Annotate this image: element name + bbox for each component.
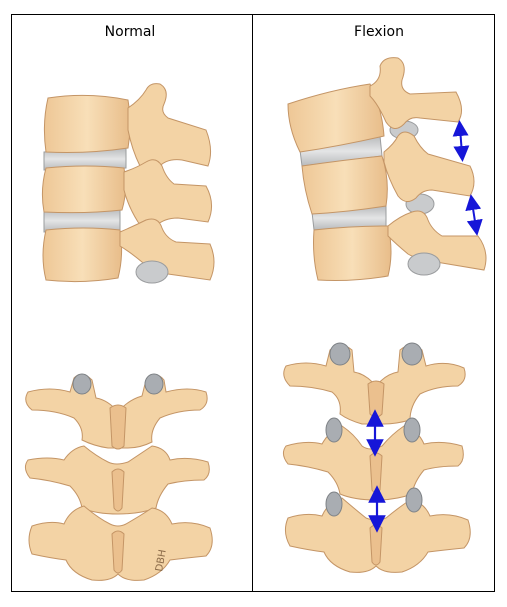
normal-posterior-element-1 [127, 83, 212, 172]
flexion-facet-low-right [405, 487, 423, 513]
normal-vertebral-body-3 [42, 227, 123, 283]
flexion-spinous-process-1 [367, 380, 385, 418]
normal-spinous-process-1 [109, 404, 127, 450]
flexion-vertebral-body-2 [301, 155, 388, 215]
figure-frame [11, 14, 495, 592]
flexion-posterior-view [282, 342, 471, 573]
normal-posterior-element-3 [119, 218, 215, 281]
flexion-distance-arrow-lower [465, 194, 483, 236]
flexion-distance-arrow-upper [452, 120, 470, 162]
flexion-posterior-element-3 [387, 210, 487, 271]
flexion-facet-low-left [325, 491, 343, 517]
normal-facet-right [144, 373, 164, 395]
normal-facet-joint [135, 260, 169, 284]
flexion-facet-mid-left [325, 417, 343, 443]
flexion-facet-joint-bottom [407, 252, 441, 276]
normal-vertebral-body-1 [43, 94, 131, 153]
normal-column-title: Normal [104, 24, 156, 40]
normal-facet-left [72, 373, 92, 395]
flexion-posterior-element-1 [369, 57, 462, 129]
normal-spinous-process-2 [111, 468, 125, 512]
artist-signature: DBH [154, 549, 169, 573]
flexion-facet-top-right [401, 342, 423, 366]
flexion-column-title: Flexion [354, 24, 404, 40]
flexion-vertebral-body-1 [287, 83, 385, 153]
normal-lateral-view [41, 83, 215, 284]
flexion-spinous-process-2 [369, 452, 383, 494]
flexion-posterior-element-2 [383, 131, 475, 202]
flexion-spinous-process-3 [369, 524, 383, 566]
normal-posterior-element-2 [123, 159, 212, 229]
panel-divider [252, 14, 253, 592]
flexion-lateral-view [287, 57, 487, 281]
normal-vertebral-body-2 [41, 165, 127, 214]
flexion-facet-mid-right [403, 417, 421, 443]
flexion-vertebral-body-3 [313, 225, 392, 281]
normal-spinous-process-3 [111, 530, 125, 574]
normal-posterior-view: DBH [24, 373, 213, 581]
flexion-facet-top-left [329, 342, 351, 366]
